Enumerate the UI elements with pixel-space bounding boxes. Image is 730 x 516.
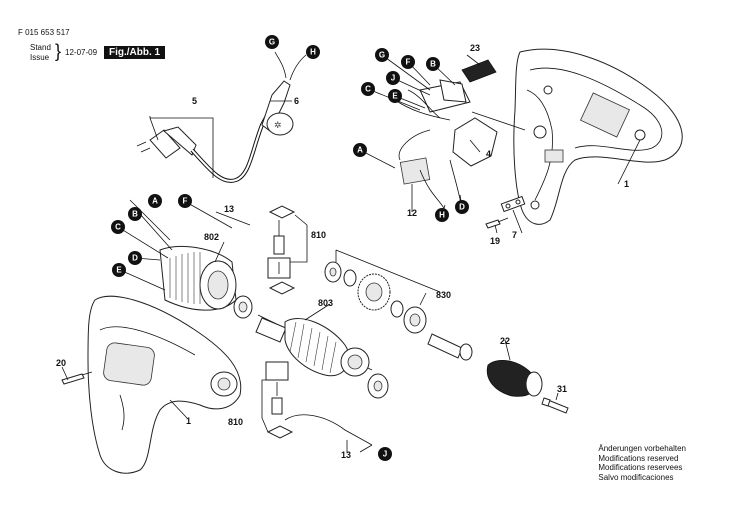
svg-text:G: G bbox=[379, 51, 385, 60]
connector-C-motor: C bbox=[111, 220, 125, 234]
brace-symbol: } bbox=[55, 41, 62, 61]
svg-text:H: H bbox=[439, 211, 445, 220]
power-cord: ✲ bbox=[136, 51, 307, 183]
svg-text:J: J bbox=[383, 450, 387, 459]
svg-text:J: J bbox=[391, 74, 395, 83]
svg-text:A: A bbox=[357, 146, 363, 155]
drill-chuck bbox=[486, 360, 569, 414]
svg-text:H: H bbox=[310, 48, 316, 57]
field-coil bbox=[159, 245, 253, 319]
connector-A-switch: A bbox=[353, 143, 367, 157]
part-number-803: 803 bbox=[318, 298, 333, 308]
connector-E-switch: E bbox=[388, 89, 402, 103]
connector-D-switch: D bbox=[455, 200, 469, 214]
connector-F-switch: F bbox=[401, 55, 415, 69]
stand-label: Stand bbox=[30, 43, 51, 52]
svg-text:D: D bbox=[132, 254, 138, 263]
part-number-19: 19 bbox=[490, 236, 500, 246]
notice-line-french: Modifications reservees bbox=[598, 463, 683, 472]
svg-text:B: B bbox=[430, 60, 436, 69]
svg-text:G: G bbox=[269, 38, 275, 47]
notice-line-spanish: Salvo modificaciones bbox=[598, 472, 674, 482]
part-number-labels: 5 6 23 1 4 12 7 19 13 802 810 803 830 22… bbox=[56, 43, 629, 460]
connector-J-motor: J bbox=[378, 447, 392, 461]
connector-letter-markers: G H G F B J C E A H D A F B C D E J bbox=[111, 35, 469, 461]
notice-line-english: Modifications reserved bbox=[598, 453, 679, 463]
connector-C-switch: C bbox=[361, 82, 375, 96]
housing-half-right bbox=[513, 48, 683, 225]
part-number-20: 20 bbox=[56, 358, 66, 368]
part-number-5: 5 bbox=[192, 96, 197, 106]
part-number-23: 23 bbox=[470, 43, 480, 53]
connector-A-motor: A bbox=[148, 194, 162, 208]
svg-text:C: C bbox=[365, 85, 371, 94]
part-number-12: 12 bbox=[407, 208, 417, 218]
part-number-31: 31 bbox=[557, 384, 567, 394]
connector-E-motor: E bbox=[112, 263, 126, 277]
armature bbox=[255, 314, 389, 399]
connector-B-motor: B bbox=[128, 207, 142, 221]
connector-B-switch: B bbox=[426, 57, 440, 71]
connector-D-motor: D bbox=[128, 251, 142, 265]
connector-G-switch: G bbox=[375, 48, 389, 62]
svg-text:A: A bbox=[152, 197, 158, 206]
modifications-notice: Änderungen vorbehalten Modifications res… bbox=[598, 444, 686, 482]
svg-text:B: B bbox=[132, 210, 138, 219]
svg-text:D: D bbox=[459, 203, 465, 212]
part-number-13-upper: 13 bbox=[224, 204, 234, 214]
gear-assembly bbox=[324, 261, 473, 361]
connector-F-motor: F bbox=[178, 194, 192, 208]
svg-text:E: E bbox=[392, 92, 398, 101]
figure-label: Fig./Abb. 1 bbox=[104, 46, 166, 59]
housing-half-left bbox=[87, 295, 242, 474]
switch-assembly bbox=[394, 59, 526, 211]
part-number-830: 830 bbox=[436, 290, 451, 300]
svg-text:E: E bbox=[116, 266, 122, 275]
svg-text:F: F bbox=[406, 58, 411, 67]
part-number-7: 7 bbox=[512, 230, 517, 240]
screw-19-clip-7 bbox=[485, 195, 526, 229]
brush-set-upper bbox=[267, 205, 296, 295]
connector-H-switch: H bbox=[435, 208, 449, 222]
part-number-13-lower: 13 bbox=[341, 450, 351, 460]
part-number-4: 4 bbox=[486, 149, 491, 159]
notice-line-german: Änderungen vorbehalten bbox=[598, 444, 686, 453]
connector-J-switch: J bbox=[386, 71, 400, 85]
svg-text:C: C bbox=[115, 223, 121, 232]
issue-label: Issue bbox=[30, 53, 50, 62]
part-number-1-upper: 1 bbox=[624, 179, 629, 189]
svg-text:F: F bbox=[183, 197, 188, 206]
connector-H-cord: H bbox=[306, 45, 320, 59]
connector-G-cord: G bbox=[265, 35, 279, 49]
issue-date: 12-07-09 bbox=[65, 48, 98, 57]
brush-set-lower bbox=[265, 361, 373, 446]
document-number: F 015 653 517 bbox=[18, 28, 70, 37]
part-number-810-lower: 810 bbox=[228, 417, 243, 427]
part-number-22: 22 bbox=[500, 336, 510, 346]
part-number-802: 802 bbox=[204, 232, 219, 242]
screw-20 bbox=[61, 371, 93, 385]
svg-text:✲: ✲ bbox=[274, 120, 282, 130]
part-number-1-lower: 1 bbox=[186, 416, 191, 426]
part-number-6: 6 bbox=[294, 96, 299, 106]
part-number-810-upper: 810 bbox=[311, 230, 326, 240]
